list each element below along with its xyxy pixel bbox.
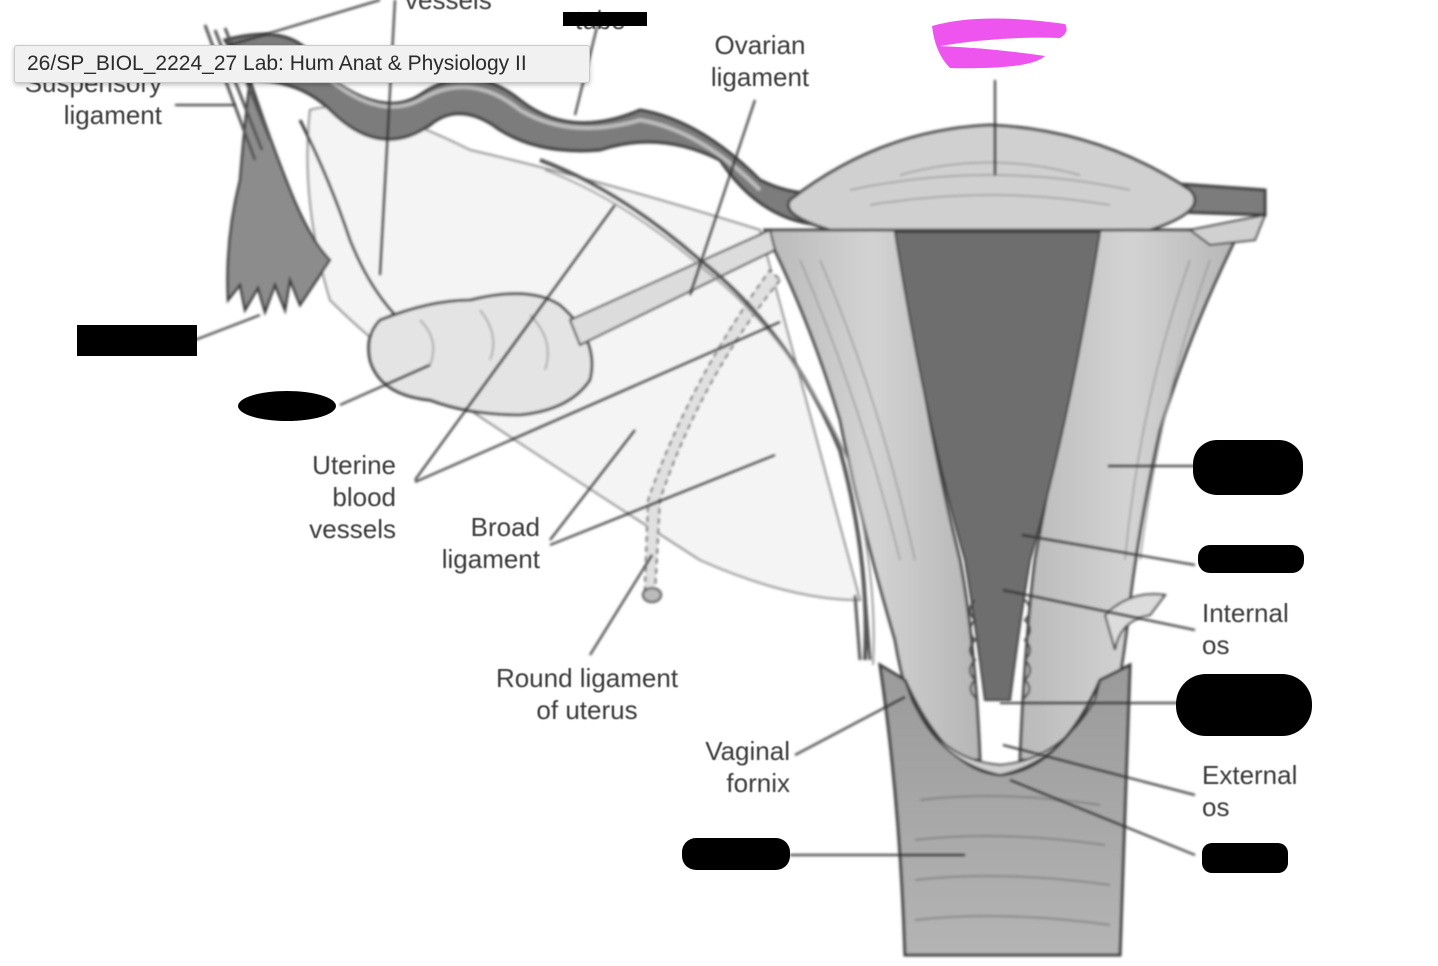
round-ligament [643, 268, 782, 591]
label-vaginal-fornix: Vaginal fornix [680, 735, 790, 799]
label-broad-ligament: Broad ligament [420, 511, 540, 575]
label-external-os-line2: os [1202, 792, 1230, 822]
label-suspensory-ligament-line2: ligament [63, 100, 162, 130]
uterine-cavity [893, 231, 1102, 701]
label-vessels-fragment: vessels [405, 0, 492, 15]
vagina [878, 662, 1132, 957]
redaction-isthmus-label [1198, 545, 1304, 573]
label-external-os: External os [1202, 759, 1322, 823]
label-round-ligament-line1: Round ligament [495, 663, 679, 693]
label-internal-os-line2: os [1202, 630, 1230, 660]
redaction-cervix-label [1202, 843, 1288, 873]
label-external-os-line1: External [1202, 760, 1298, 790]
label-round-ligament: Round ligament of uterus [482, 662, 692, 726]
label-internal-os: Internal os [1202, 597, 1312, 661]
redaction-body-label [1193, 440, 1303, 495]
label-ovarian-ligament-line1: Ovarian [714, 30, 806, 60]
label-ovarian-ligament-line2: ligament [710, 62, 810, 92]
label-broad-ligament-line2: ligament [441, 544, 540, 574]
redaction-tube-label [563, 12, 647, 26]
label-ovarian-ligament: Ovarian ligament [703, 29, 817, 93]
fimbriae [226, 79, 332, 316]
label-round-ligament-line2: of uterus [536, 695, 638, 725]
label-uterine-blood-vessels-line2: blood [332, 482, 396, 512]
tooltip: 26/SP_BIOL_2224_27 Lab: Hum Anat & Physi… [14, 45, 590, 83]
uterine-fundus [786, 123, 1197, 232]
label-uterine-blood-vessels-line1: Uterine [312, 450, 396, 480]
redaction-vagina-label [682, 838, 790, 870]
label-uterine-blood-vessels: Uterine blood vessels [280, 449, 396, 545]
highlighter-scribble [932, 18, 1067, 69]
label-broad-ligament-line1: Broad [470, 512, 540, 542]
label-internal-os-line1: Internal [1202, 598, 1289, 628]
redaction-fimbriae-label [77, 325, 197, 356]
label-vaginal-fornix-line1: Vaginal [705, 736, 790, 766]
redaction-cervical-canal-label [1176, 674, 1312, 736]
redaction-ovary-label [238, 391, 336, 421]
label-uterine-blood-vessels-line3: vessels [309, 514, 396, 544]
cervix [904, 679, 1101, 777]
label-vaginal-fornix-line2: fornix [726, 768, 790, 798]
